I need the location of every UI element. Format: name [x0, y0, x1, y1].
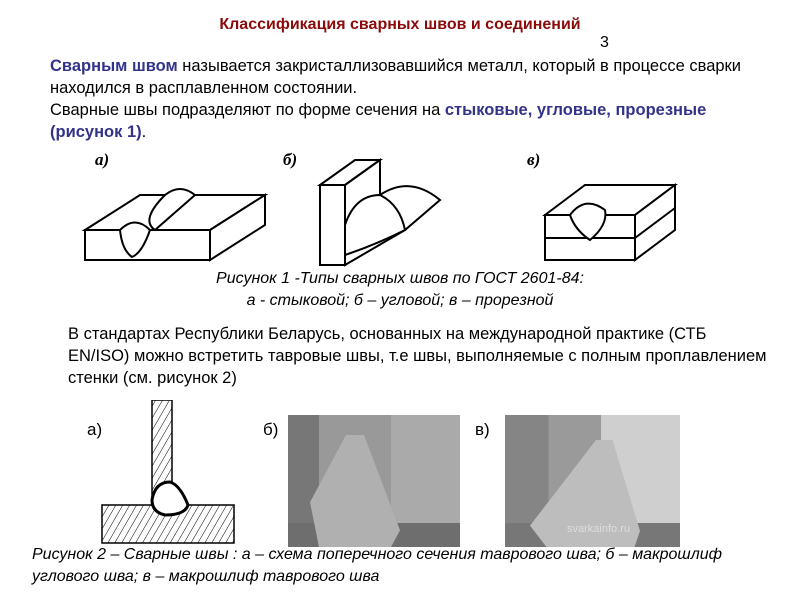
- tee-weld-schematic: [101, 400, 235, 544]
- term: Сварным швом: [50, 57, 178, 75]
- fig2-label-v: в): [475, 420, 490, 439]
- fig1-label-v: в): [527, 150, 541, 169]
- fig2-label-b: б): [263, 420, 279, 439]
- standards-paragraph: В стандартах Республики Беларусь, основа…: [68, 325, 767, 387]
- fig2-label-a: а): [87, 420, 103, 439]
- weld-types: стыковые, угловые, прорезные (рисунок 1): [50, 101, 707, 141]
- caption-line: Рисунок 1 -Типы сварных швов по ГОСТ 260…: [216, 270, 584, 287]
- text: называется закристаллизовавшийся металл,…: [50, 57, 741, 97]
- text: Сварные швы подразделяют по форме сечени…: [50, 101, 445, 119]
- macrosection-fillet-photo: [288, 415, 460, 547]
- slot-weld-drawing: [542, 183, 678, 262]
- definition-paragraph: Сварным швом называется закристаллизовав…: [50, 55, 770, 143]
- fig1-label-b: б): [283, 150, 298, 169]
- slide-title: Классификация сварных швов и соединений: [219, 16, 581, 33]
- page-number: 3: [600, 34, 609, 51]
- figure1-caption: Рисунок 1 -Типы сварных швов по ГОСТ 260…: [0, 268, 800, 312]
- caption-line: а - стыковой; б – угловой; в – прорезной: [246, 292, 554, 309]
- fillet-weld-drawing: [316, 158, 442, 267]
- figure2-caption: Рисунок 2 – Сварные швы : а – схема попе…: [32, 546, 722, 585]
- macrosection-tee-photo: svarkainfo.ru: [505, 415, 680, 547]
- butt-weld-drawing: [81, 188, 269, 262]
- fig1-label-a: а): [95, 150, 110, 169]
- watermark: svarkainfo.ru: [567, 523, 630, 535]
- text: .: [141, 123, 147, 141]
